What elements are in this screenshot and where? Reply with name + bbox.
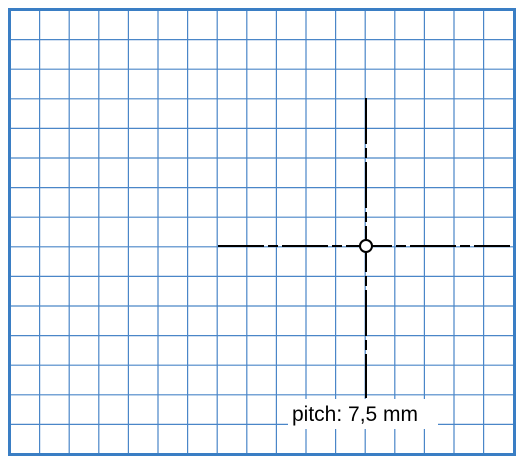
center-point-circle bbox=[359, 239, 373, 253]
crosshair bbox=[218, 98, 510, 398]
outer-border bbox=[8, 8, 516, 456]
grid-lines bbox=[10, 10, 514, 454]
pitch-label: pitch: 7,5 mm bbox=[292, 403, 418, 426]
label-background bbox=[288, 399, 438, 429]
